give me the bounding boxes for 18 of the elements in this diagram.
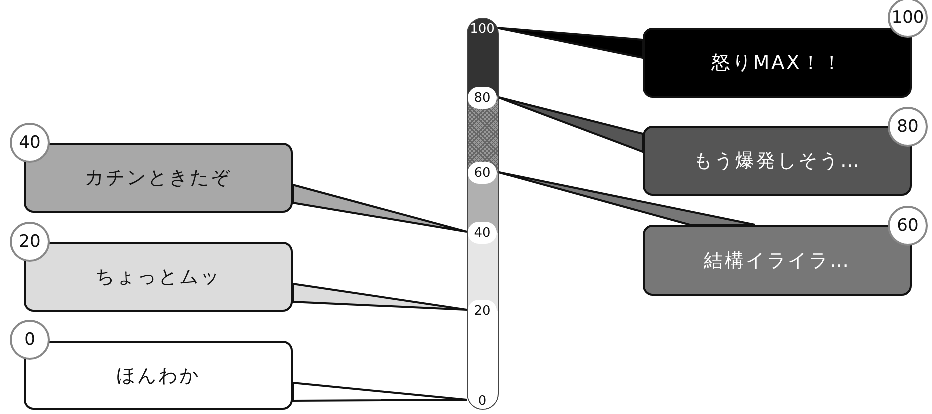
number-badge: 80 <box>888 107 928 147</box>
callout-tail <box>292 184 468 233</box>
scale-number: 40 <box>468 222 497 244</box>
scale-number: 80 <box>468 87 497 109</box>
callout-tail <box>496 96 644 154</box>
scale-number: 100 <box>468 19 497 40</box>
number-badge: 60 <box>888 206 928 246</box>
callout-tail <box>496 27 644 60</box>
number-badge: 100 <box>888 0 928 38</box>
number-badge: 20 <box>10 222 50 262</box>
callout-box: 怒りMAX！！ <box>643 28 912 98</box>
number-badge: 40 <box>10 123 50 163</box>
callout-tail <box>292 282 468 311</box>
gauge-bar <box>467 18 499 410</box>
scale-number: 60 <box>468 162 497 184</box>
number-badge: 0 <box>10 320 50 360</box>
callout-tail <box>292 382 468 402</box>
callout-tail <box>496 171 756 226</box>
